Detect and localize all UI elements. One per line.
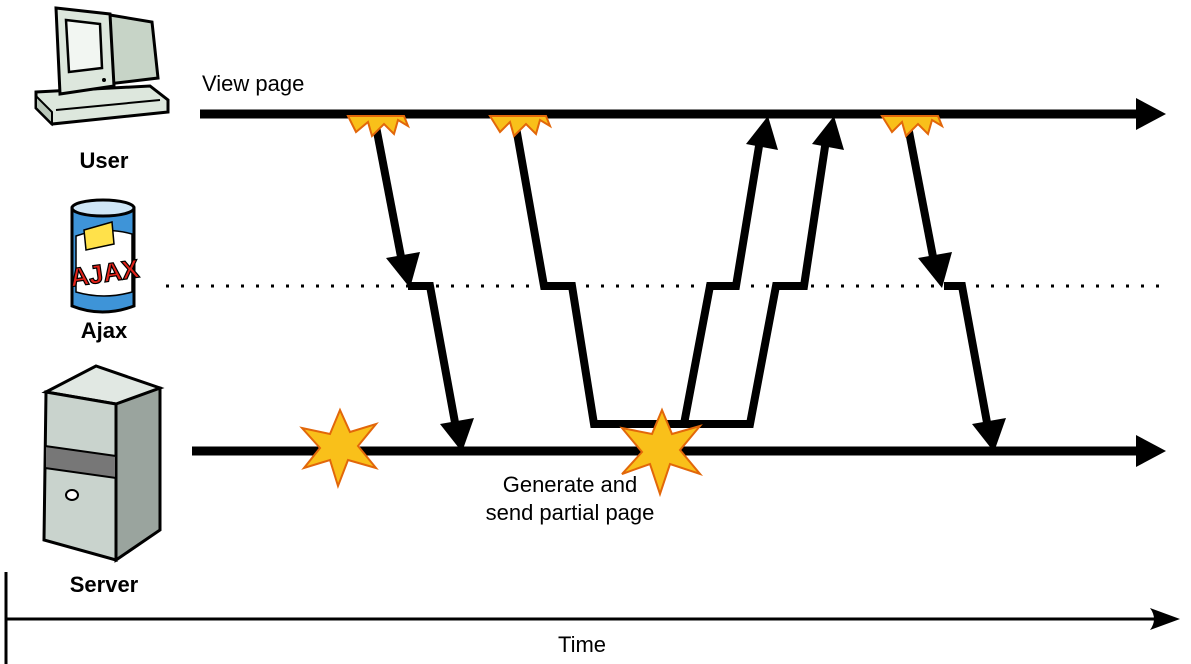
server-processing-burst-icon — [299, 407, 379, 490]
view-page-label: View page — [202, 71, 304, 96]
ajax-cleanser-can-icon: AJAX — [67, 198, 142, 314]
click-burst-icon — [488, 115, 553, 138]
arrowhead-down-3b — [972, 418, 1006, 452]
user-label: User — [80, 148, 129, 173]
request-arrow-ajax-to-server-3 — [944, 282, 992, 429]
response-arrow-server-to-user-2a — [680, 139, 764, 425]
time-label: Time — [558, 632, 606, 657]
arrowhead-down-3a — [918, 252, 952, 288]
arrowhead-up-2b — [812, 116, 844, 150]
user-timeline — [200, 98, 1166, 130]
desktop-computer-icon — [34, 6, 170, 127]
arrowhead-up-2a — [746, 116, 778, 150]
time-axis — [4, 572, 1180, 664]
request-arrow-user-to-ajax-3 — [902, 115, 938, 263]
generate-label-line1: Generate and — [503, 472, 638, 497]
response-arrow-server-to-user-2b — [686, 139, 830, 428]
arrowhead-down-1a — [386, 252, 420, 288]
server-processing-burst-icon — [619, 407, 704, 498]
request-arrow-ajax-to-server-1 — [408, 282, 460, 429]
request-arrow-user-to-server-2 — [510, 115, 686, 428]
click-burst-icon — [346, 115, 411, 138]
server-label: Server — [70, 572, 139, 597]
server-tower-icon — [41, 364, 165, 563]
request-arrow-user-to-ajax-1 — [370, 115, 406, 263]
arrowhead-down-1b — [440, 418, 474, 452]
click-burst-icon — [880, 115, 945, 138]
generate-label-line2: send partial page — [486, 500, 655, 525]
ajax-label: Ajax — [81, 318, 128, 343]
